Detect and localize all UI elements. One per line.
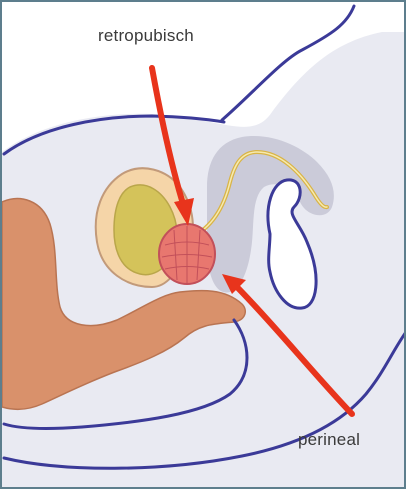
- prostate: [159, 224, 215, 284]
- label-retropubic: retropubisch: [98, 26, 194, 46]
- label-perineal: perineal: [298, 430, 360, 450]
